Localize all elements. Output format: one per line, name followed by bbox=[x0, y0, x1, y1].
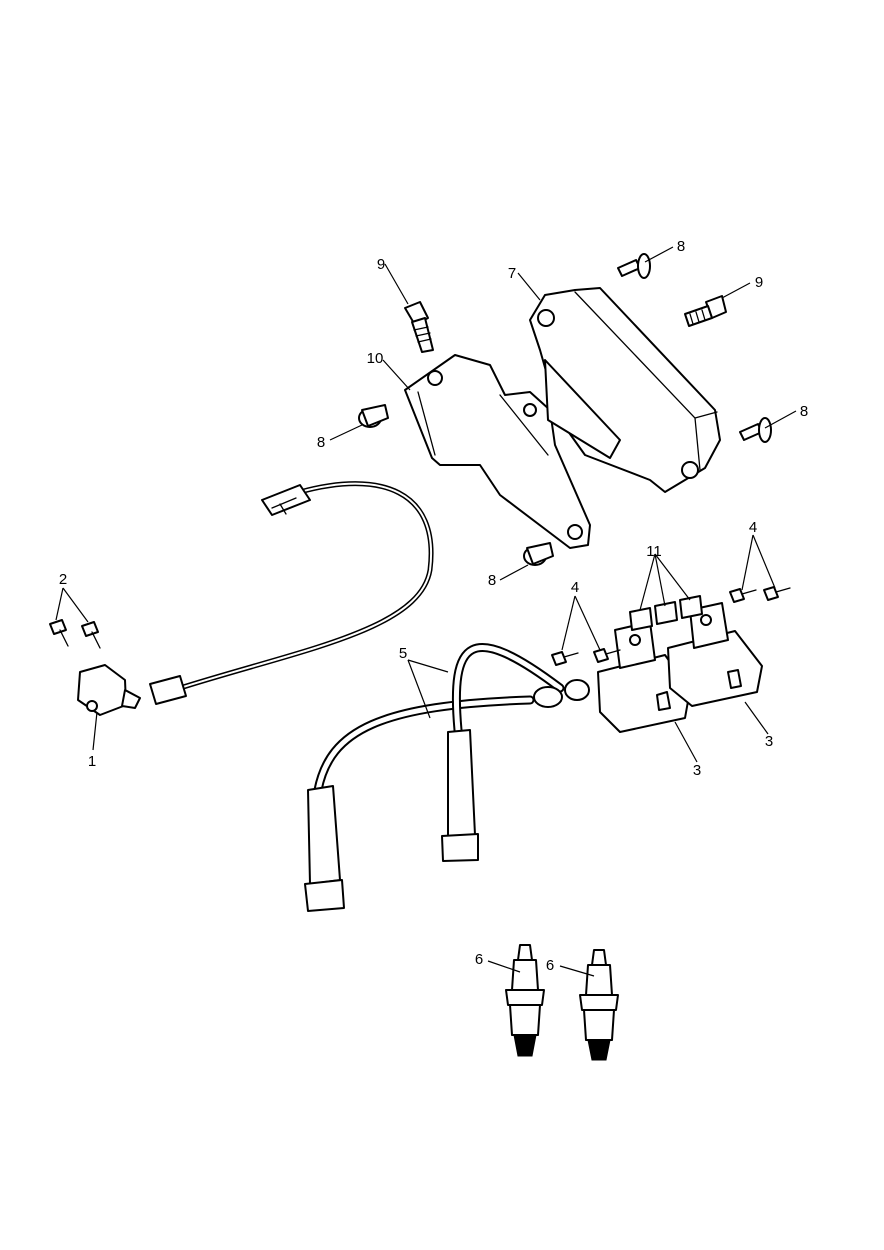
part-8-grommet-left bbox=[358, 404, 389, 428]
callout-7: 7 bbox=[508, 265, 516, 282]
part-10-mounting-bracket bbox=[404, 354, 591, 549]
part-11-clips bbox=[629, 595, 703, 631]
callout-1: 1 bbox=[88, 753, 96, 770]
callout-4-right: 4 bbox=[749, 519, 757, 536]
callout-6-right: 6 bbox=[546, 957, 554, 974]
callout-8-top: 8 bbox=[677, 238, 685, 255]
part-9-bolt-upper-left bbox=[404, 301, 434, 353]
callout-3-front-coil: 3 bbox=[693, 762, 701, 779]
part-4-screws bbox=[551, 586, 791, 666]
callout-8-right: 8 bbox=[800, 403, 808, 420]
part-2-screws bbox=[49, 619, 101, 649]
callout-5: 5 bbox=[399, 645, 407, 662]
callout-9-upper-left: 9 bbox=[377, 256, 385, 273]
part-3-coil-rear bbox=[667, 602, 763, 707]
part-6-spark-plug-right bbox=[579, 949, 619, 1061]
callout-2: 2 bbox=[59, 571, 67, 588]
part-8-grommet-bottom bbox=[523, 542, 554, 566]
callout-9-right: 9 bbox=[755, 274, 763, 291]
callout-10: 10 bbox=[367, 350, 384, 367]
part-7-control-module bbox=[529, 287, 721, 493]
callout-8-bottom: 8 bbox=[488, 572, 496, 589]
part-8-clip-top bbox=[617, 253, 651, 279]
part-5-ht-leads bbox=[304, 643, 590, 912]
callout-8-left: 8 bbox=[317, 434, 325, 451]
callout-6-left: 6 bbox=[475, 951, 483, 968]
callout-3-rear-coil: 3 bbox=[765, 733, 773, 750]
part-8-clip-right bbox=[739, 417, 772, 443]
callout-11: 11 bbox=[646, 543, 662, 560]
callout-4-left: 4 bbox=[571, 579, 579, 596]
part-1-pickup-sensor bbox=[77, 481, 434, 716]
leader-lines bbox=[55, 246, 797, 977]
part-6-spark-plug-left bbox=[505, 944, 545, 1057]
part-3-coil-front bbox=[597, 621, 691, 733]
part-9-bolt-right bbox=[684, 295, 727, 327]
callout-labels: 1 2 3 3 4 4 5 6 6 7 8 8 8 8 9 9 10 11 bbox=[59, 238, 808, 974]
